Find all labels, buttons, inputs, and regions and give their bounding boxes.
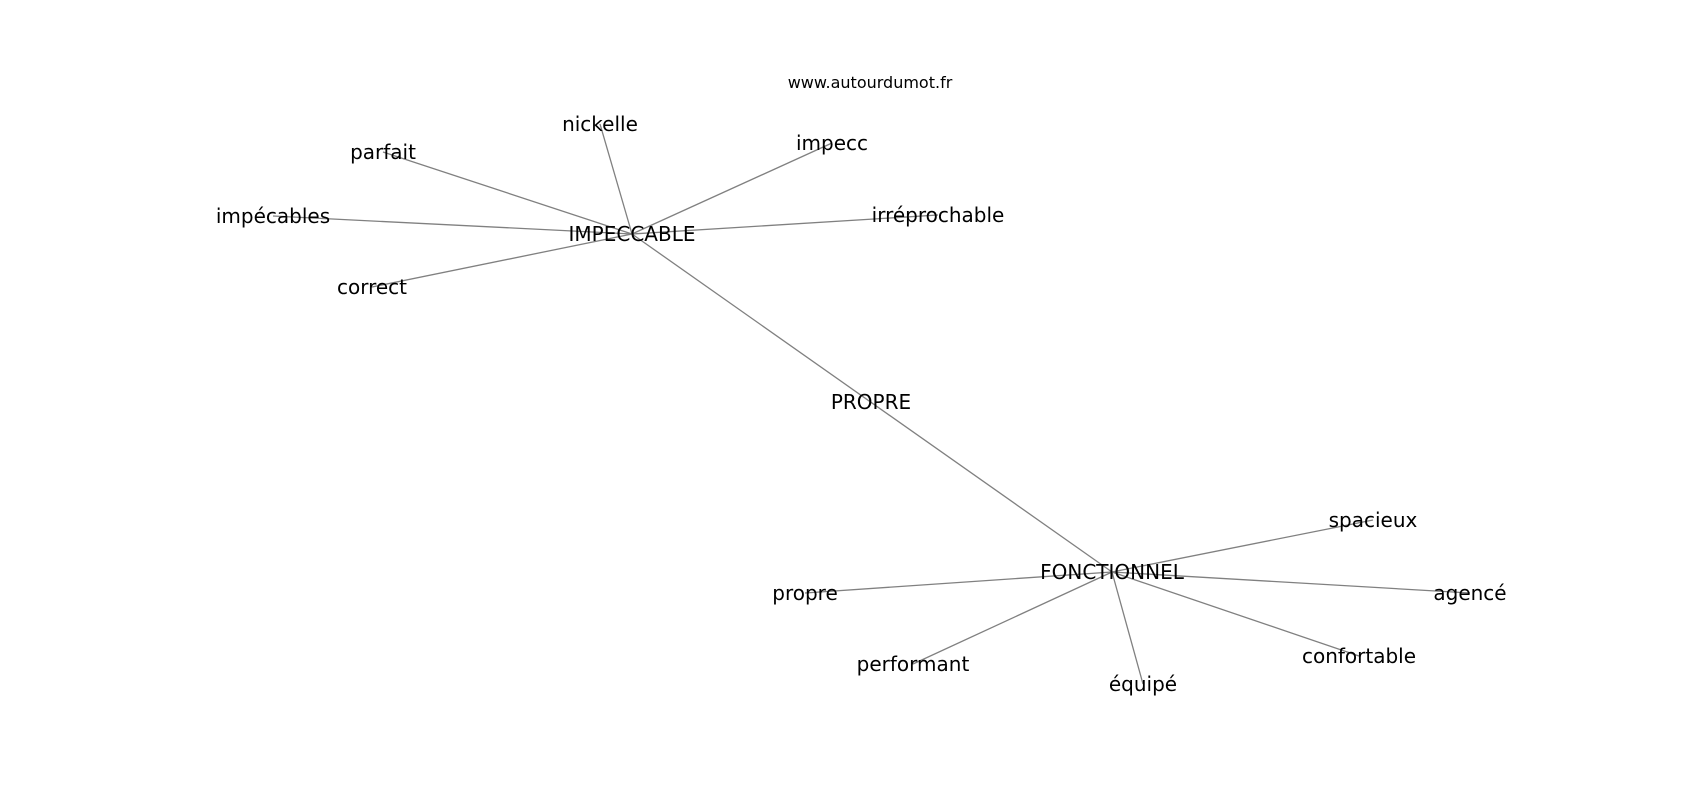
- node-label-impecc: impecc: [796, 131, 868, 155]
- edge-impeccable-fonctionnel: [631, 233, 1113, 573]
- edge-fonctionnel-performant: [912, 571, 1113, 665]
- node-label-spacieux: spacieux: [1329, 508, 1418, 532]
- node-label-nickelle: nickelle: [562, 112, 638, 136]
- source-url: www.autourdumot.fr: [788, 73, 953, 92]
- edge-impeccable-irreprochable: [631, 214, 939, 235]
- node-label-equipe: équipé: [1109, 672, 1177, 696]
- node-label-impecables: impécables: [216, 204, 330, 228]
- edge-fonctionnel-agence: [1111, 571, 1471, 594]
- edges-layer: [272, 123, 1471, 685]
- node-label-parfait: parfait: [350, 140, 416, 164]
- edge-fonctionnel-confortable: [1111, 571, 1360, 657]
- edge-fonctionnel-propre_leaf: [804, 571, 1113, 594]
- edge-impeccable-nickelle: [599, 123, 633, 235]
- edge-impeccable-impecc: [631, 142, 833, 235]
- node-label-fonctionnel: FONCTIONNEL: [1040, 560, 1185, 584]
- node-label-impeccable: IMPECCABLE: [569, 222, 696, 246]
- edge-fonctionnel-equipe: [1111, 571, 1144, 685]
- edge-impeccable-impecables: [272, 215, 633, 235]
- nodes-layer: PROPRE IMPECCABLE FONCTIONNEL nickelle parfa…: [216, 112, 1507, 696]
- edge-impeccable-correct: [371, 233, 633, 288]
- edge-impeccable-parfait: [382, 151, 633, 235]
- node-label-correct: correct: [337, 275, 407, 299]
- edge-fonctionnel-spacieux: [1111, 519, 1374, 573]
- node-label-performant: performant: [857, 652, 970, 676]
- node-label-propre_leaf: propre: [772, 581, 838, 605]
- node-label-agence: agencé: [1433, 581, 1506, 605]
- node-label-confortable: confortable: [1302, 644, 1416, 668]
- node-label-propre_center: PROPRE: [831, 390, 911, 414]
- node-label-irreprochable: irréprochable: [872, 203, 1005, 227]
